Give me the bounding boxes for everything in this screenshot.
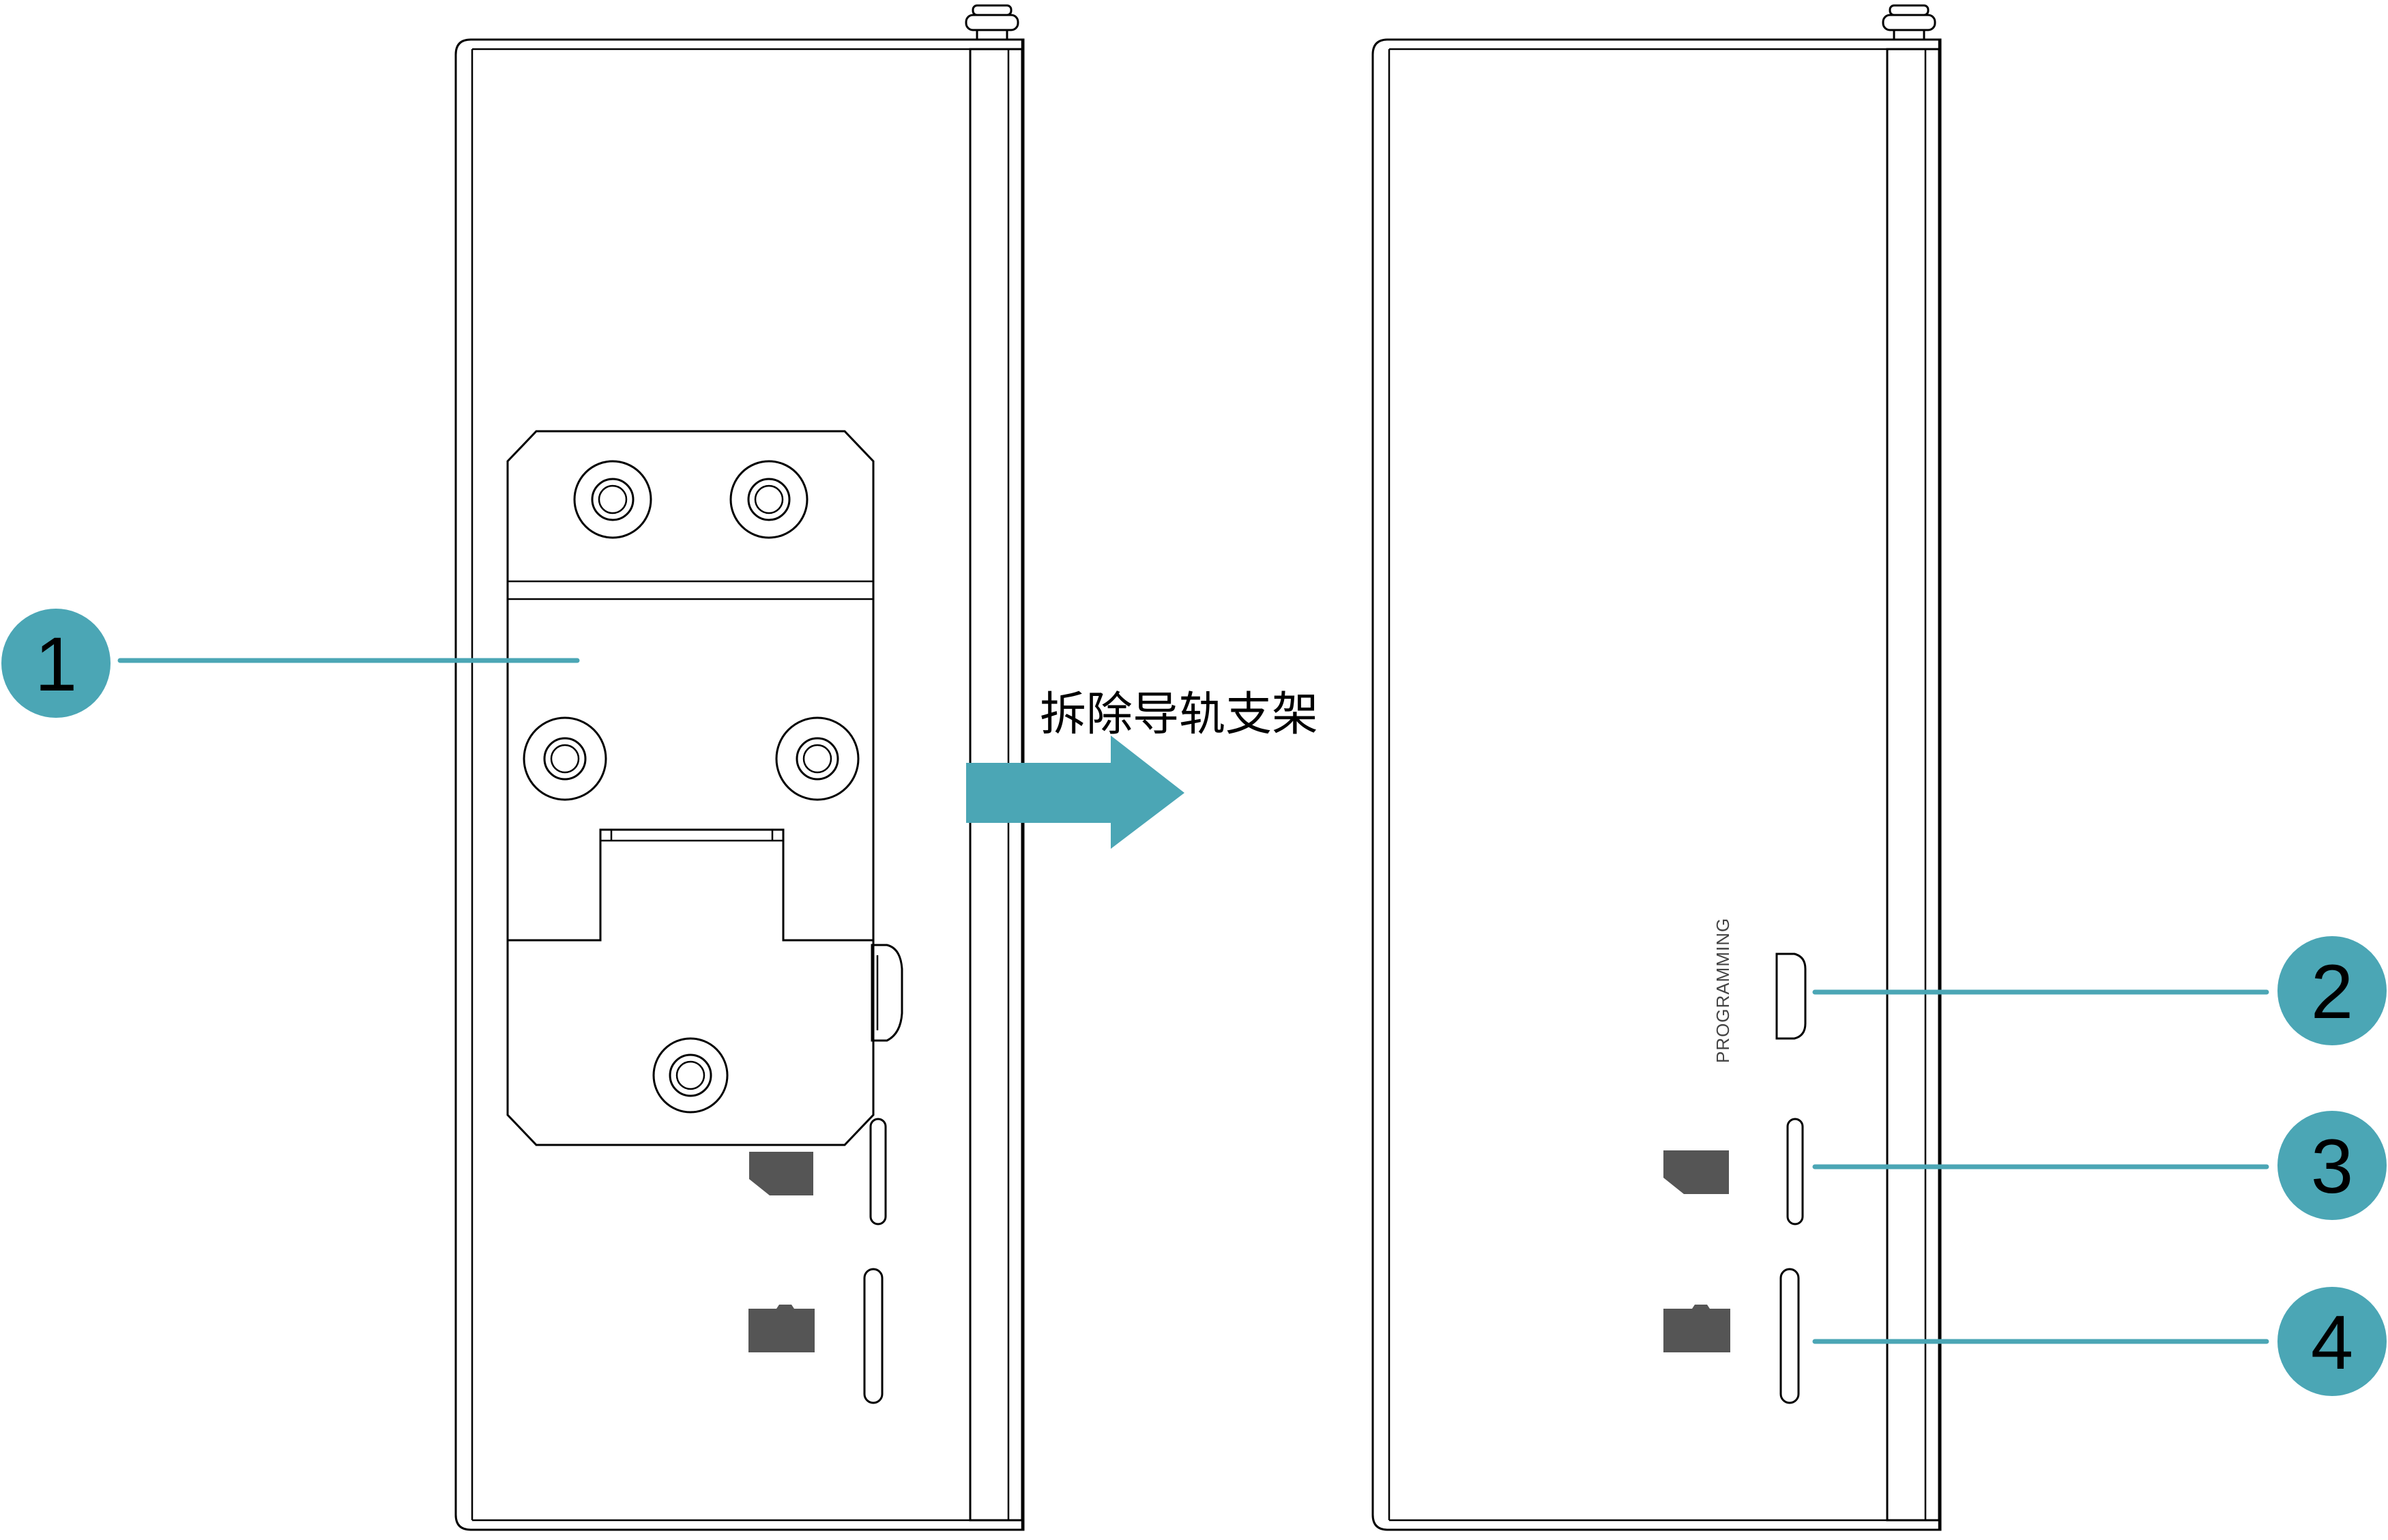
screw-hole-icon	[729, 460, 809, 539]
device-left	[454, 4, 1025, 1531]
din-rail-bracket	[506, 430, 875, 1146]
sd-card-icon	[1663, 1305, 1730, 1352]
top-screw-icon	[1882, 4, 1936, 41]
sd-slot-left-2	[863, 1268, 884, 1404]
sd-card-slot-2	[1779, 1268, 1800, 1404]
screw-hole-icon	[775, 716, 860, 801]
sd-card-icon	[748, 1305, 815, 1352]
callout-2: 2	[1812, 936, 2387, 1045]
programming-label: PROGRAMMING	[1713, 918, 1733, 1063]
sd-card-icon	[1663, 1150, 1729, 1194]
callout-number: 4	[2311, 1300, 2353, 1385]
callout-number: 1	[35, 622, 77, 707]
callout-number: 3	[2311, 1124, 2353, 1209]
callout-1: 1	[1, 609, 580, 718]
usb-port-left	[871, 944, 903, 1042]
callout-3: 3	[1812, 1111, 2387, 1220]
sd-slot-left-1	[869, 1118, 887, 1225]
screw-hole-icon	[652, 1037, 729, 1114]
arrow-right-icon	[966, 736, 1184, 849]
screw-hole-icon	[523, 716, 607, 801]
screw-hole-icon	[573, 460, 652, 539]
arrow-caption: 拆除导轨支架	[1040, 688, 1318, 742]
callout-4: 4	[1812, 1287, 2387, 1396]
top-screw-icon	[965, 4, 1019, 41]
callout-number: 2	[2311, 949, 2353, 1034]
sd-card-icon	[749, 1152, 813, 1195]
removal-arrow: 拆除导轨支架	[966, 688, 1318, 849]
sd-card-slot-1	[1786, 1118, 1804, 1225]
device-right: PROGRAMMING	[1371, 4, 1942, 1531]
programming-port	[1775, 953, 1807, 1040]
